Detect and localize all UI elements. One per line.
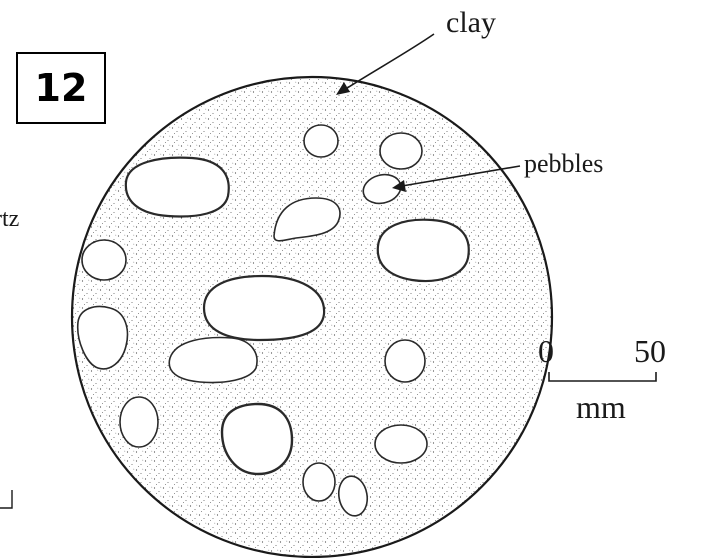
pebble	[375, 425, 427, 463]
pebble	[82, 240, 126, 280]
pebble	[120, 397, 158, 447]
scale-bar: 0 50 mm	[538, 333, 666, 425]
corner-mark	[0, 490, 12, 508]
scale-min-label: 0	[538, 333, 554, 369]
pebble	[204, 276, 324, 340]
clay-label: clay	[446, 6, 496, 39]
pebble	[385, 340, 425, 382]
pebble	[169, 338, 257, 383]
pebble	[378, 220, 469, 281]
pebble	[222, 404, 292, 474]
pebble	[303, 463, 335, 501]
clay-arrow-line	[344, 34, 434, 90]
scale-unit-label: mm	[576, 389, 626, 425]
cut-off-label: rtz	[0, 206, 19, 232]
pebble	[380, 133, 422, 169]
pebbles-label: pebbles	[524, 149, 603, 178]
scale-max-label: 50	[634, 333, 666, 369]
pebble	[126, 158, 229, 217]
pebble	[304, 125, 338, 157]
scale-bar-line	[549, 372, 656, 381]
